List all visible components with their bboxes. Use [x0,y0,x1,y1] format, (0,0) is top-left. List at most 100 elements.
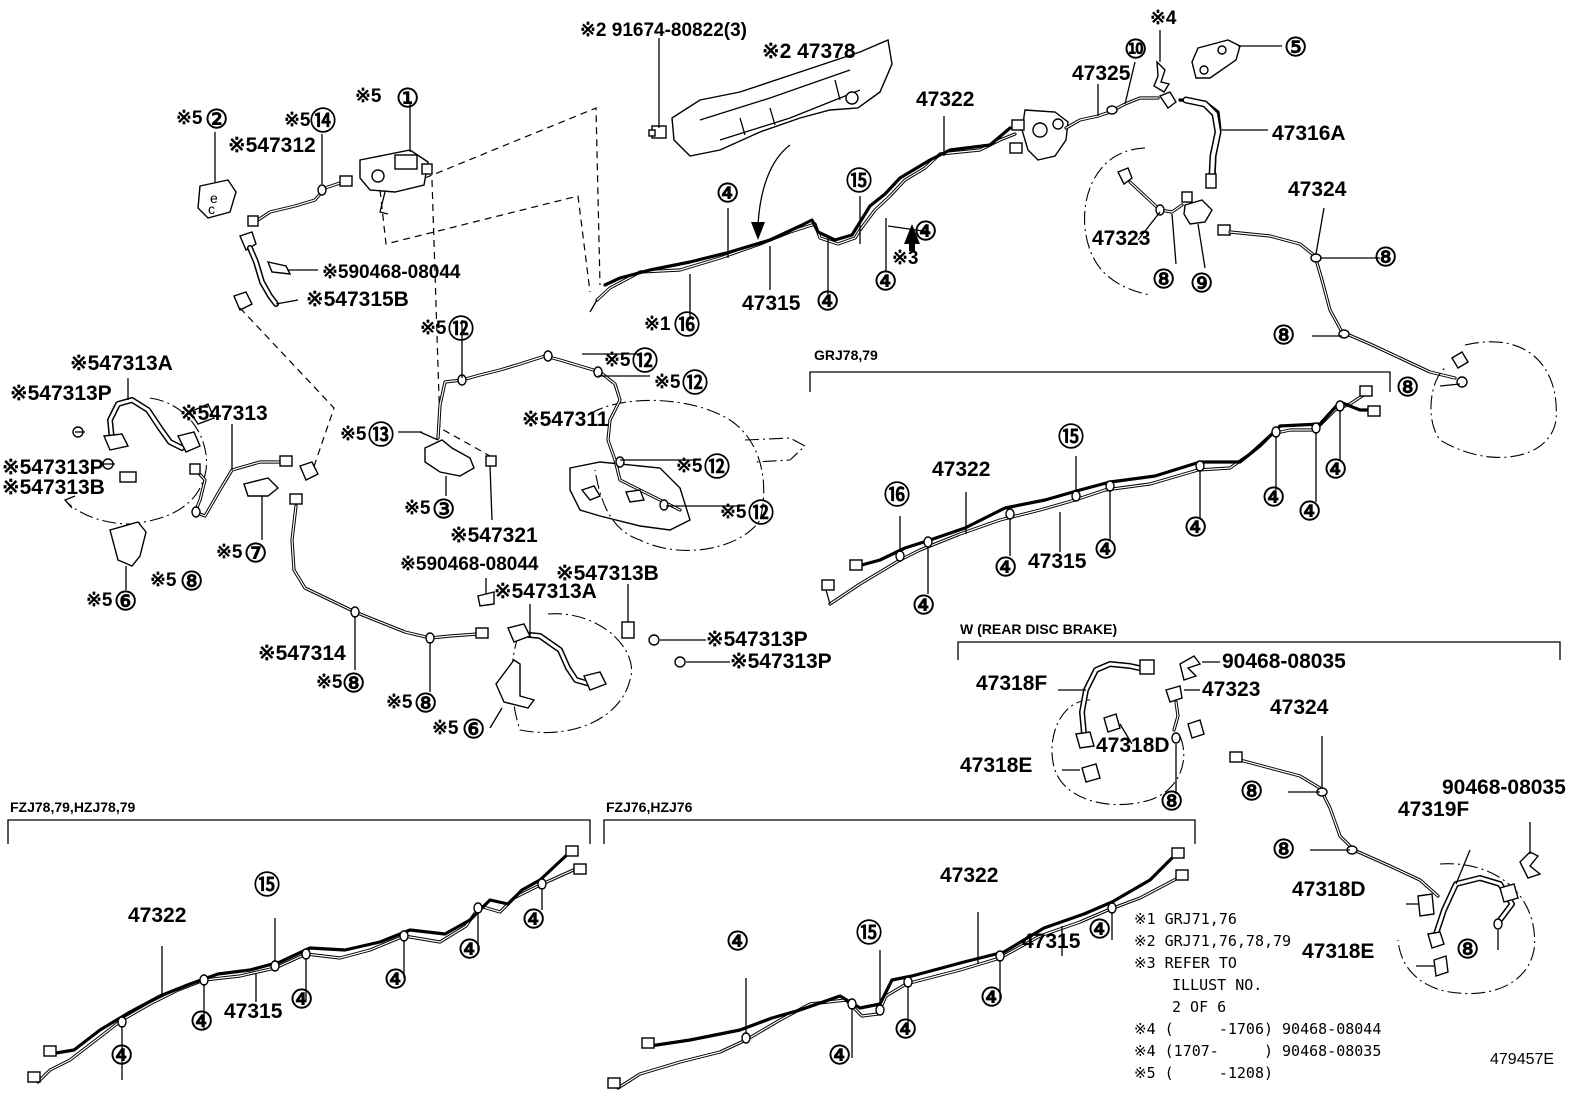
label-x5-c12-a: ※5 [420,318,447,339]
label-c12-c: ⑫ [682,368,708,398]
label-47315-main: 47315 [742,292,801,315]
note-2: ※2 GRJ71,76,78,79 [1134,932,1291,950]
label-c4-h3: ④ [980,982,1003,1012]
label-x5-c8-c2: ※5 [386,692,413,713]
label-x5-c2: ※5 [176,108,203,129]
label-c8-w1: ⑧ [1240,776,1263,806]
label-c8-w3: ⑧ [1272,834,1295,864]
variant-tube-fzj76 [607,847,1189,1090]
variant-tube-fzj78 [27,845,587,1084]
label-c3: ③ [432,494,455,524]
note-4b: ※4 (1707- ) 90468-08035 [1134,1042,1381,1060]
label-47321: ※547321 [450,524,538,547]
master-cylinder-lines [398,320,806,551]
label-47378: ※2 47378 [762,40,856,63]
label-x5-c3: ※5 [404,498,431,519]
label-47318E-b: 47318E [1302,940,1374,963]
label-47322-f78: 47322 [128,904,186,927]
label-47315-grj: 47315 [1028,550,1087,573]
label-47313P-center-a: ※547313P [706,628,808,651]
label-c15-m: ⑮ [846,166,872,196]
label-c15-f76: ⑮ [856,918,882,948]
label-x5-c1: ※5 [355,86,382,107]
label-47323-w: 47323 [1202,678,1260,701]
main-brake-tube [589,126,1017,313]
clip-x4 [1153,30,1171,93]
label-c4-f4: ④ [290,984,313,1014]
label-x5-c12-e: ※5 [720,502,747,523]
label-x5-c6-c: ※5 [432,718,459,739]
label-c14: ⑭ [310,106,336,136]
svg-text:c: c [208,201,215,217]
bracket-5 [1191,39,1282,79]
label-x5-c7: ※5 [216,542,243,563]
note-3a: ※3 REFER TO [1134,954,1237,972]
tube-47313 [189,424,319,540]
label-c8-r4: ⑧ [1396,372,1419,402]
section-brackets [7,371,1561,844]
label-c16-m: ⑯ [674,310,700,340]
left-front-hose [63,378,215,590]
label-c4-h5: ④ [828,1040,851,1070]
label-c12-b: ⑫ [632,346,658,376]
label-x5-c8-l1: ※5 [150,570,177,591]
label-47318E-a: 47318E [960,754,1032,777]
label-47313A-center: ※547313A [494,580,597,603]
label-x5-c13: ※5 [340,424,367,445]
label-c15-f78: ⑮ [254,870,280,900]
rear-right-line [1083,147,1557,458]
label-47325: 47325 [1072,62,1131,85]
label-c1: ① [396,83,419,113]
label-47313P-center-b: ※547313P [730,650,832,673]
label-47311: ※547311 [522,408,609,431]
section-label-grj: GRJ78,79 [814,347,878,363]
section-label-w: W (REAR DISC BRAKE) [960,621,1117,637]
label-47316A: 47316A [1272,122,1346,145]
hose-47315B [233,231,318,311]
label-c4-g1: ④ [1324,454,1347,484]
label-c8-c2: ⑧ [414,688,437,718]
illustration-id: 479457E [1490,1051,1554,1068]
label-47313-left: ※547313 [180,402,268,425]
label-47313B-center: ※547313B [556,562,659,585]
label-c8-w4: ⑧ [1456,934,1479,964]
rear-disc-group-left [1051,655,1220,806]
label-c4-g5: ④ [1094,534,1117,564]
label-c12-d: ⑫ [704,452,730,482]
label-x5-c8-c1: ※5 [316,672,343,693]
label-c4-m2: ④ [914,216,937,246]
label-47322-grj: 47322 [932,458,990,481]
label-c15-grj: ⑮ [1058,422,1084,452]
label-x5-c6-l: ※5 [86,590,113,611]
label-c8-c1: ⑧ [342,668,365,698]
label-c8-r2: ⑧ [1374,242,1397,272]
label-x5-c12-b: ※5 [604,350,631,371]
notes: ※1 GRJ71,76 ※2 GRJ71,76,78,79 ※3 REFER T… [1134,910,1554,1082]
label-x5-c14: ※5 [284,110,311,131]
section-label-fzj78: FZJ78,79,HZJ78,79 [10,799,136,815]
label-47324-top: 47324 [1288,178,1347,201]
label-47313B-left: ※547313B [2,476,105,499]
label-c4-m4: ④ [816,286,839,316]
tube-47314 [289,493,489,692]
svg-text:e: e [210,190,218,206]
right-front-hose [477,578,730,734]
label-c4-f3: ④ [384,964,407,994]
label-c4-m3: ④ [874,266,897,296]
flex-hose-47316A [1158,91,1268,189]
section-label-fzj76: FZJ76,HZJ76 [606,799,693,815]
label-47313A-left: ※547313A [70,352,173,375]
label-47314: ※547314 [258,642,346,665]
note-1: ※1 GRJ71,76 [1134,910,1237,928]
brake-valve-47325 [1009,96,1160,161]
note-4a: ※4 ( -1706) 90468-08044 [1134,1020,1381,1038]
label-47315B: ※547315B [306,288,409,311]
label-c8-r1: ⑧ [1152,264,1175,294]
label-91674: ※2 91674-80822(3) [580,20,747,41]
label-c8-r3: ⑧ [1272,320,1295,350]
label-c12-a: ⑫ [448,314,474,344]
label-c6-l: ⑥ [114,586,137,616]
label-90468-08044-a: ※590468-08044 [322,262,461,283]
label-47322-f76: 47322 [940,864,998,887]
bracket-1 [359,104,433,215]
